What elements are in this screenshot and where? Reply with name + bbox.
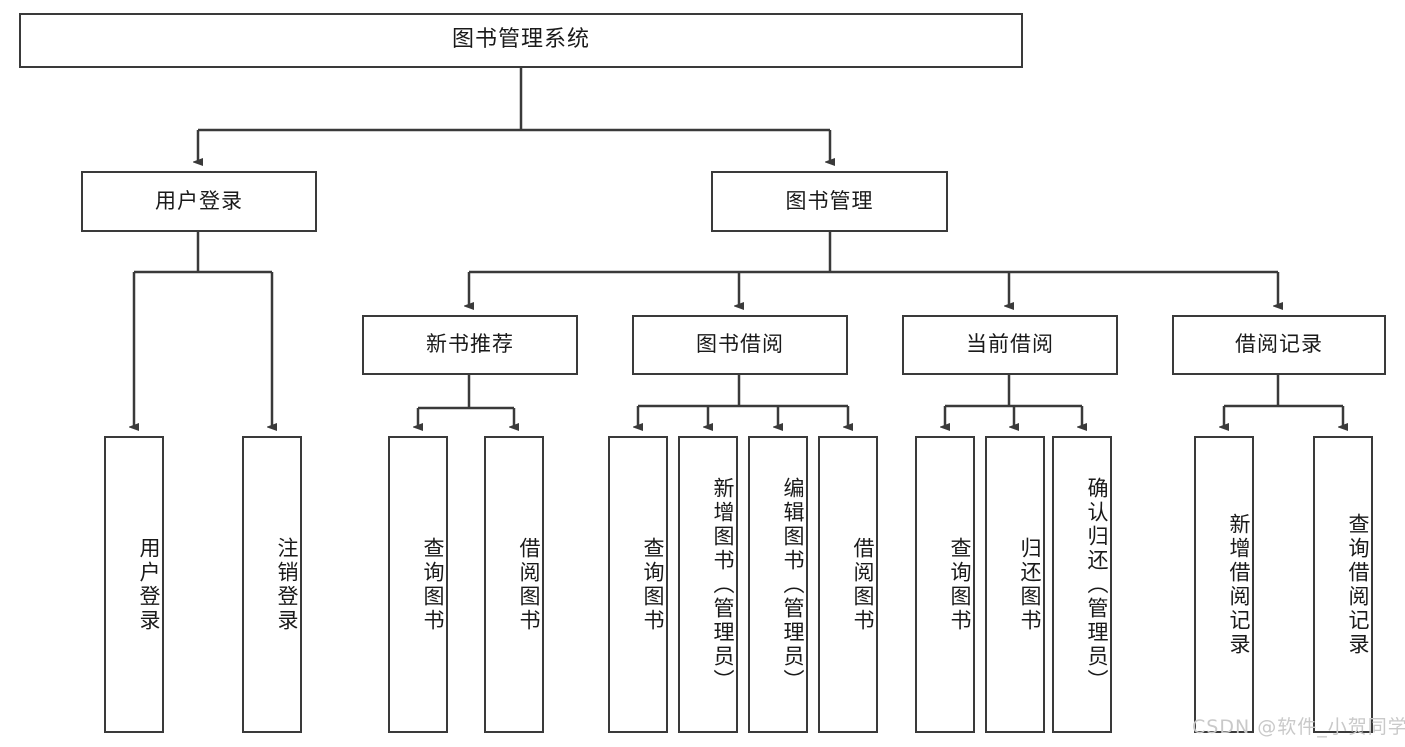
node-label: 用户登录 xyxy=(137,536,161,633)
node-label: 图书借阅 xyxy=(696,332,784,357)
leaf-query-books-current[interactable]: 查询图书 xyxy=(915,436,975,733)
node-label: 借阅图书 xyxy=(517,536,541,633)
node-label: 新增图书（管理员） xyxy=(711,476,735,693)
node-label: 借阅记录 xyxy=(1235,332,1323,357)
leaf-add-book-admin[interactable]: 新增图书（管理员） xyxy=(678,436,738,733)
leaf-add-borrow-record[interactable]: 新增借阅记录 xyxy=(1194,436,1254,733)
node-label: 图书管理系统 xyxy=(451,27,590,53)
leaf-borrow-book[interactable]: 借阅图书 xyxy=(818,436,878,733)
node-label: 查询图书 xyxy=(421,536,445,633)
node-label: 确认归还（管理员） xyxy=(1085,476,1109,693)
node-root-system[interactable]: 图书管理系统 xyxy=(19,13,1023,68)
csdn-watermark: CSDN @软件_小贺同学 xyxy=(1192,716,1405,738)
node-book-management[interactable]: 图书管理 xyxy=(711,171,948,232)
node-label: 当前借阅 xyxy=(966,332,1054,357)
node-current-borrow[interactable]: 当前借阅 xyxy=(902,315,1118,375)
node-user-login[interactable]: 用户登录 xyxy=(81,171,317,232)
leaf-user-login[interactable]: 用户登录 xyxy=(104,436,164,733)
leaf-query-borrow-record[interactable]: 查询借阅记录 xyxy=(1313,436,1373,733)
node-label: 查询图书 xyxy=(948,536,972,633)
node-label: 新增借阅记录 xyxy=(1227,512,1251,657)
node-borrow-records[interactable]: 借阅记录 xyxy=(1172,315,1386,375)
leaf-query-books-borrow[interactable]: 查询图书 xyxy=(608,436,668,733)
node-label: 借阅图书 xyxy=(851,536,875,633)
node-book-borrow[interactable]: 图书借阅 xyxy=(632,315,848,375)
node-label: 查询借阅记录 xyxy=(1346,512,1370,657)
leaf-borrow-books-recommend[interactable]: 借阅图书 xyxy=(484,436,544,733)
leaf-logout-login[interactable]: 注销登录 xyxy=(242,436,302,733)
leaf-edit-book-admin[interactable]: 编辑图书（管理员） xyxy=(748,436,808,733)
node-label: 编辑图书（管理员） xyxy=(781,476,805,693)
node-label: 归还图书 xyxy=(1018,536,1042,633)
node-label: 新书推荐 xyxy=(426,332,514,357)
node-label: 注销登录 xyxy=(275,536,299,633)
node-new-book-recommend[interactable]: 新书推荐 xyxy=(362,315,578,375)
node-label: 图书管理 xyxy=(785,188,874,213)
node-label: 查询图书 xyxy=(641,536,665,633)
leaf-confirm-return-admin[interactable]: 确认归还（管理员） xyxy=(1052,436,1112,733)
node-label: 用户登录 xyxy=(155,188,243,213)
leaf-return-book[interactable]: 归还图书 xyxy=(985,436,1045,733)
leaf-query-books-recommend[interactable]: 查询图书 xyxy=(388,436,448,733)
